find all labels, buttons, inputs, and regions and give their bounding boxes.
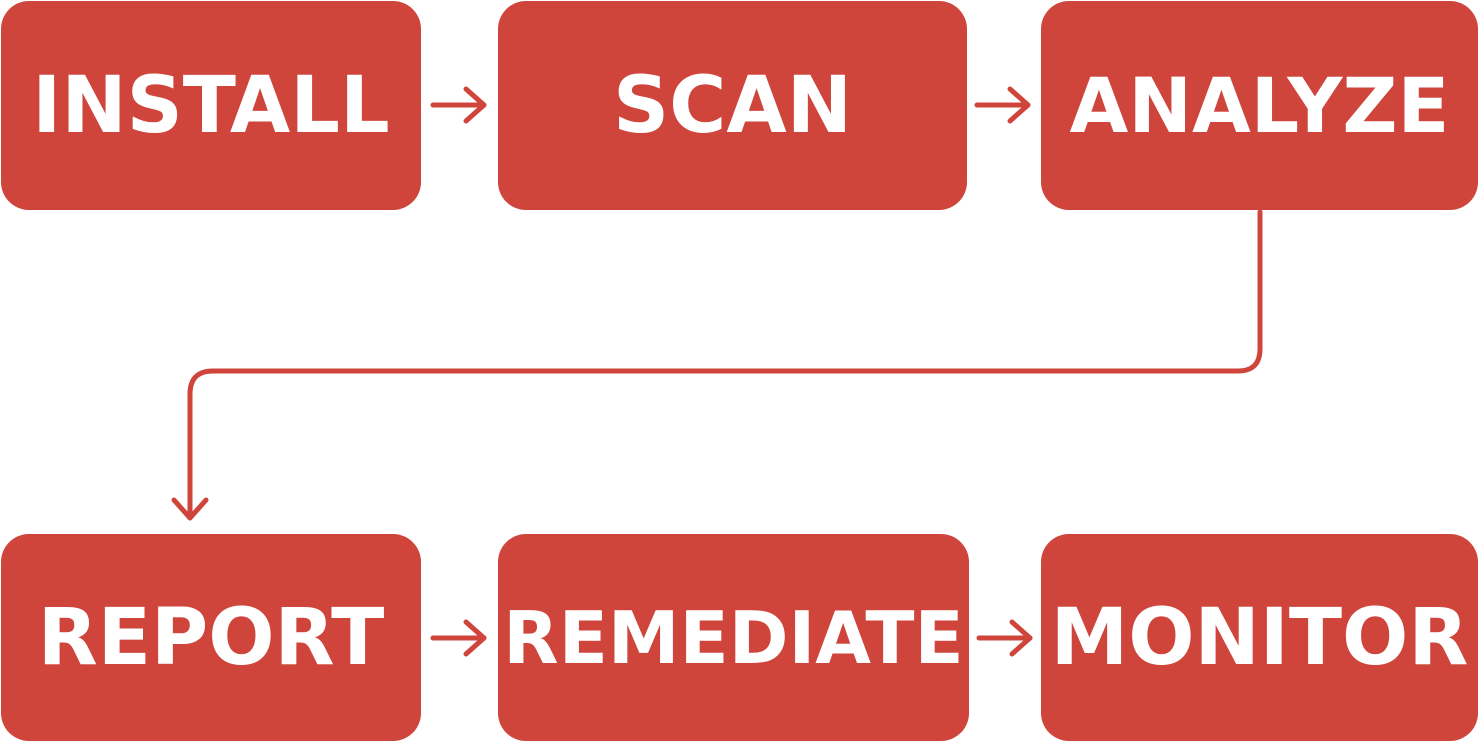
step-scan-label: SCAN [612,60,853,151]
step-report-box: REPORT [1,534,421,741]
arrow-scan-to-analyze [974,86,1031,124]
step-install-box: INSTALL [1,1,421,210]
step-monitor-label: MONITOR [1050,592,1469,683]
step-monitor-box: MONITOR [1041,534,1478,741]
arrow-report-to-remediate [430,619,487,657]
step-remediate-label: REMEDIATE [503,595,964,680]
step-analyze-box: ANALYZE [1041,1,1478,210]
step-remediate-box: REMEDIATE [498,534,969,741]
step-analyze-label: ANALYZE [1069,60,1450,150]
step-install-label: INSTALL [32,60,390,151]
step-report-label: REPORT [37,592,385,683]
arrow-remediate-to-monitor [976,619,1033,657]
arrow-install-to-scan [430,86,487,124]
step-scan-box: SCAN [498,1,967,210]
arrow-analyze-to-report [171,209,1263,521]
